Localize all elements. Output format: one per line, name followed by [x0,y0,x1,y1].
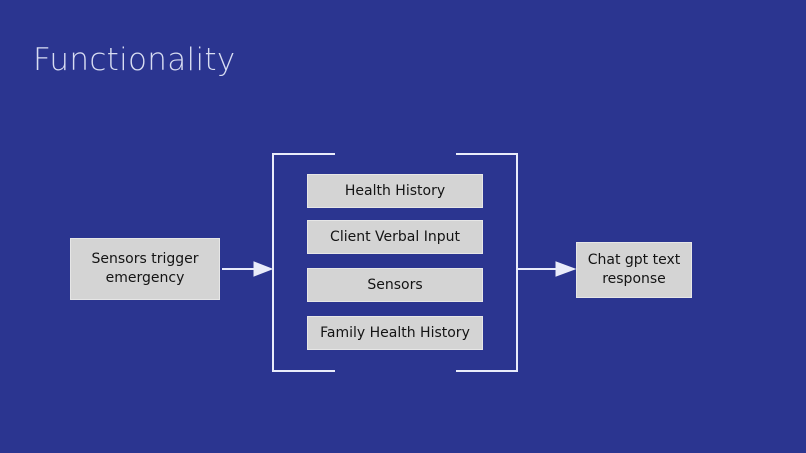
bracket-corner-top-left [272,153,335,263]
arrow-input-to-group [222,258,274,280]
bracket-corner-top-right [456,153,518,263]
process-box-health-history[interactable]: Health History [307,174,483,208]
bracket-corner-bottom-right [456,262,518,372]
process-box-client-verbal-input[interactable]: Client Verbal Input [307,220,483,254]
process-box-sensors[interactable]: Sensors [307,268,483,302]
process-box-output[interactable]: Chat gpt text response [576,242,692,298]
arrow-group-to-output [518,258,578,280]
process-box-input[interactable]: Sensors trigger emergency [70,238,220,300]
process-box-family-health-history[interactable]: Family Health History [307,316,483,350]
page-title: Functionality [33,42,236,78]
bracket-corner-bottom-left [272,262,335,372]
